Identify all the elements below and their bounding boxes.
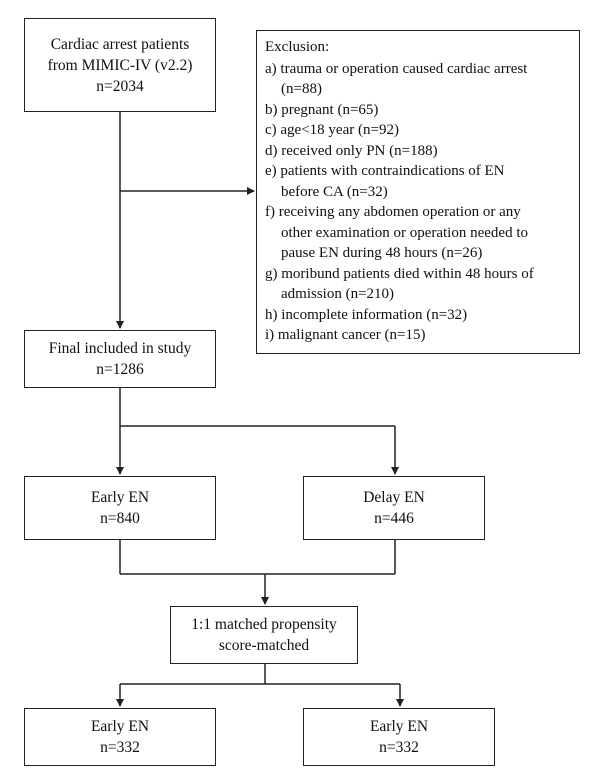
early-en-matched-right-label: Early EN [369,718,429,735]
exclusion-item: h) incomplete information (n=32) [265,306,468,323]
matched-line1: 1:1 matched propensity [191,616,337,633]
early-en-matched-left-label: Early EN [90,718,150,735]
early-en-matched-left-count: n=332 [100,739,140,756]
exclusion-item: c) age<18 year (n=92) [265,122,399,138]
exclusion-item: f) receiving any abdomen operation or an… [265,204,528,261]
exclusion-item: d) received only PN (n=188) [265,142,438,159]
final-line1: Final included in study [48,340,192,357]
final-box: Final included in study n=1286 [24,330,216,388]
exclusion-item: i) malignant cancer (n=15) [265,327,426,343]
cohort-count: n=2034 [96,77,144,95]
matched-box: 1:1 matched propensity score-matched [170,606,358,664]
early-en-matched-left-box: Early EN n=332 [24,708,216,766]
exclusion-title: Exclusion: [265,39,330,55]
cohort-box: Cardiac arrest patients from MIMIC-IV (v… [24,18,216,112]
cohort-line1: Cardiac arrest patients [50,35,190,53]
early-en-matched-right-count: n=332 [379,739,419,756]
early-en-count: n=840 [100,510,140,527]
exclusion-item: g) moribund patients died within 48 hour… [265,265,534,303]
early-en-box: Early EN n=840 [24,476,216,540]
early-en-label: Early EN [90,489,150,506]
delay-en-count: n=446 [374,510,414,527]
early-en-matched-right-box: Early EN n=332 [303,708,495,766]
matched-line2: score-matched [218,637,310,654]
delay-en-label: Delay EN [363,489,425,506]
exclusion-item: b) pregnant (n=65) [265,101,379,118]
delay-en-box: Delay EN n=446 [303,476,485,540]
exclusion-box: Exclusion: a) trauma or operation caused… [256,30,580,354]
exclusion-item: e) patients with contraindications of EN… [265,163,505,200]
cohort-line2: from MIMIC-IV (v2.2) [47,56,193,74]
exclusion-item: a) trauma or operation caused cardiac ar… [265,60,528,98]
final-count: n=1286 [96,361,144,378]
